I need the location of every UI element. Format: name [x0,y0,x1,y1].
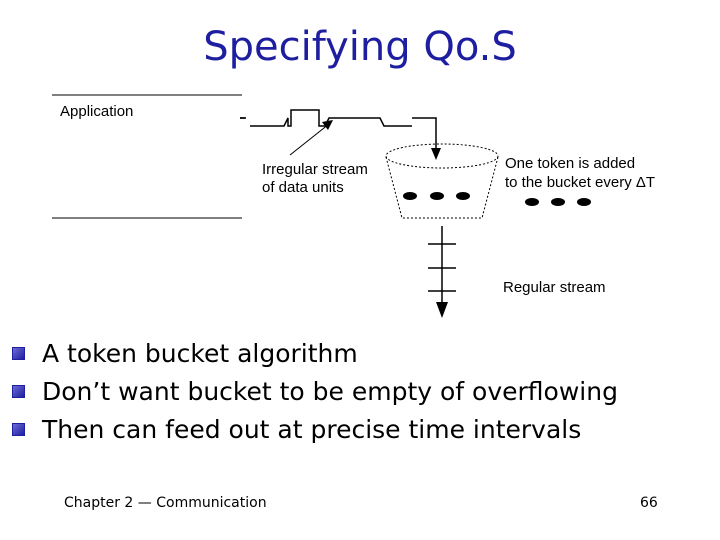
bullet-list: A token bucket algorithm Don’t want buck… [12,334,618,448]
regular-stream-arrowhead [436,302,448,318]
regular-label: Regular stream [503,279,606,296]
token-bucket-diagram: Application Irregular stream of data uni… [52,94,655,318]
bucket-rim [385,143,499,169]
irregular-pointer-line [289,123,330,156]
token-label-line2: to the bucket every ΔT [505,174,655,191]
square-bullet-icon [12,346,25,360]
square-bullet-icon [12,422,25,436]
bullet-item: A token bucket algorithm [12,334,618,372]
incoming-token [577,198,591,206]
token-in-bucket [430,192,444,200]
bullet-item: Then can feed out at precise time interv… [12,410,618,448]
irregular-label-line2: of data units [262,179,344,196]
token-in-bucket [403,192,417,200]
irregular-pointer-head [322,120,333,130]
irregular-label-line1: Irregular stream [262,161,368,178]
application-label: Application [60,103,133,120]
slide-title: Specifying Qo.S [203,24,517,70]
bullet-text: Then can feed out at precise time interv… [42,414,582,444]
bucket-body [385,156,499,219]
bullet-text: Don’t want bucket to be empty of overflo… [42,376,618,406]
incoming-token [551,198,565,206]
footer-page-number: 66 [640,495,658,511]
bullet-item: Don’t want bucket to be empty of overflo… [12,372,618,410]
token-label-line1: One token is added [505,155,635,172]
footer-chapter: Chapter 2 — Communication [64,495,267,511]
bullet-text: A token bucket algorithm [42,338,358,368]
incoming-token [525,198,539,206]
delta-t-symbol: ΔT [636,174,655,191]
square-bullet-icon [12,384,25,398]
stream-arrowhead [431,148,441,160]
token-in-bucket [456,192,470,200]
irregular-stream-pulses [240,109,437,150]
